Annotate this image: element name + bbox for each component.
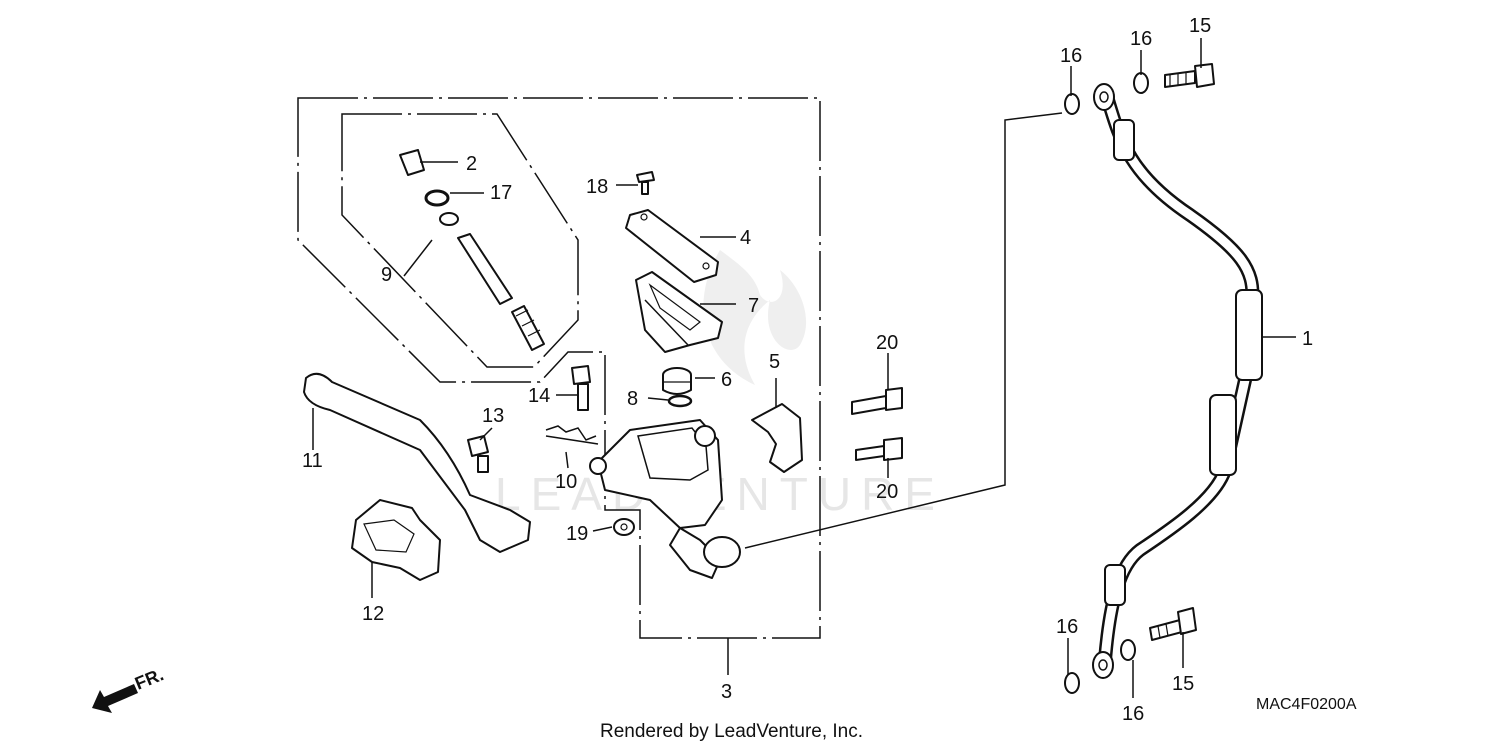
screw bbox=[636, 171, 655, 195]
brake-lever bbox=[303, 372, 531, 553]
pivot-bolt bbox=[571, 365, 591, 411]
callout-3: 3 bbox=[721, 681, 732, 703]
master-cylinder bbox=[589, 419, 741, 579]
callout-7: 7 bbox=[748, 295, 759, 317]
callout-14: 14 bbox=[528, 385, 550, 407]
callout-5: 5 bbox=[769, 351, 780, 373]
callout-16-top-left: 16 bbox=[1060, 45, 1082, 67]
diagram-code: MAC4F0200A bbox=[1256, 696, 1357, 713]
piston-set bbox=[399, 149, 545, 351]
callout-16-top-right: 16 bbox=[1130, 28, 1152, 50]
footer-credit: Rendered by LeadVenture, Inc. bbox=[600, 721, 863, 742]
callout-15-bottom: 15 bbox=[1172, 673, 1194, 695]
callout-2: 2 bbox=[466, 153, 477, 175]
brake-hose bbox=[1092, 83, 1263, 679]
callout-6: 6 bbox=[721, 369, 732, 391]
spring bbox=[545, 425, 599, 445]
hose-hardware-bottom bbox=[1064, 607, 1197, 694]
front-direction-arrow: FR. bbox=[92, 664, 166, 713]
nut bbox=[613, 518, 635, 536]
callout-11: 11 bbox=[302, 450, 323, 472]
leader-lines bbox=[312, 38, 1296, 698]
lever-nut bbox=[467, 435, 489, 473]
callout-15-top: 15 bbox=[1189, 15, 1211, 37]
callout-8: 8 bbox=[627, 388, 638, 410]
assembly-outlines bbox=[297, 97, 821, 639]
callout-17: 17 bbox=[490, 182, 512, 204]
front-label: FR. bbox=[132, 664, 166, 693]
hose-hardware-top bbox=[1064, 63, 1215, 115]
callout-16-bottom-left: 16 bbox=[1056, 616, 1078, 638]
callout-18: 18 bbox=[586, 176, 608, 198]
reservoir-cap bbox=[625, 209, 719, 283]
diaphragm bbox=[635, 271, 723, 353]
lever-cover bbox=[351, 499, 441, 581]
callout-20-top: 20 bbox=[876, 332, 898, 354]
holder-bolts bbox=[851, 387, 903, 461]
callout-10: 10 bbox=[555, 471, 577, 493]
callout-12: 12 bbox=[362, 603, 384, 625]
callout-4: 4 bbox=[740, 227, 751, 249]
callout-1: 1 bbox=[1302, 328, 1313, 350]
callout-16-bottom-right: 16 bbox=[1122, 703, 1144, 725]
callout-9: 9 bbox=[381, 264, 392, 286]
callout-19: 19 bbox=[566, 523, 588, 545]
hose-connection-line bbox=[744, 112, 1063, 549]
callouts: 1 2 3 4 5 6 7 8 9 10 11 12 13 14 15 15 1… bbox=[302, 15, 1313, 725]
boot bbox=[662, 367, 692, 395]
holder bbox=[751, 403, 803, 473]
circlip bbox=[667, 394, 693, 408]
callout-13: 13 bbox=[482, 405, 504, 427]
callout-20-bottom: 20 bbox=[876, 481, 898, 503]
